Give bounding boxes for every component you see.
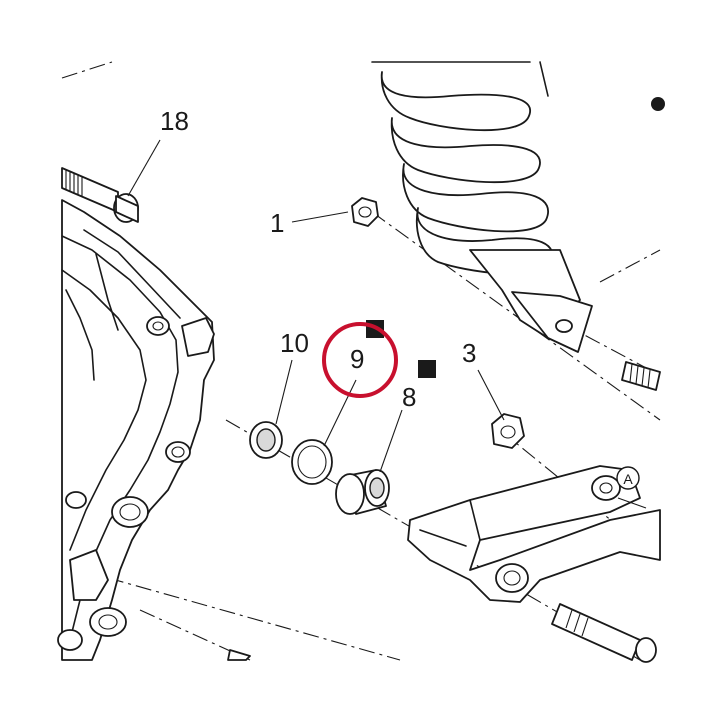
- callout-a: A: [623, 471, 633, 487]
- reference-circle-a: [616, 466, 640, 490]
- highlight-circle: [322, 322, 398, 398]
- black-square-icon: [418, 360, 436, 378]
- leader-lines: [127, 139, 647, 509]
- bolt-18: [61, 167, 139, 223]
- black-dot-icon: [651, 97, 665, 111]
- bushing-8: [335, 469, 390, 515]
- callout-3: 3: [462, 338, 476, 368]
- nut-1: [351, 197, 379, 227]
- callout-18: 18: [160, 106, 189, 136]
- nut-3: [491, 413, 525, 449]
- shock-absorber: [371, 61, 661, 391]
- linkage-arm: [227, 465, 661, 663]
- callout-9: 9: [350, 344, 364, 374]
- frame-bracket: [57, 199, 215, 661]
- washer-10: [249, 421, 283, 459]
- callout-1: 1: [270, 208, 284, 238]
- callout-10: 10: [280, 328, 309, 358]
- callout-8: 8: [402, 382, 416, 412]
- washer-9: [291, 439, 333, 485]
